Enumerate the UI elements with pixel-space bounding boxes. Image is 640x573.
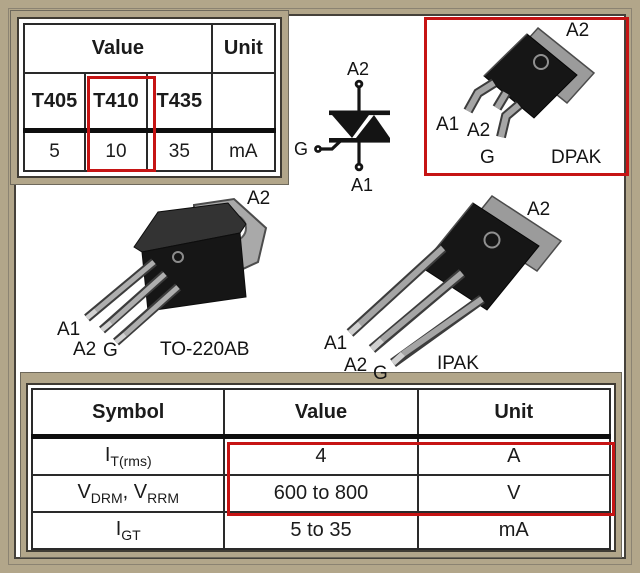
dpak-leads <box>463 78 523 139</box>
ipak-pin-label-a2-top: A2 <box>527 199 551 220</box>
dpak-package-drawing <box>463 26 596 139</box>
to220-package-drawing <box>84 197 268 346</box>
ipak-package-name: IPAK <box>437 353 479 374</box>
variant-cell-t405: T405 <box>23 71 86 134</box>
variant-unit-empty-cell <box>210 71 277 134</box>
ipak-pin-label-g: G <box>373 363 388 384</box>
ipak-pin-label-a2: A2 <box>344 355 368 376</box>
triac-pin-label-g: G <box>294 139 309 159</box>
symbol-cell-vdrm: VDRM, VRRM <box>30 474 226 513</box>
top-table-unit-header: Unit <box>210 23 277 74</box>
dpak-pin-label-a2-top: A2 <box>566 20 590 41</box>
dpak-pin-label-a1: A1 <box>436 114 460 135</box>
to220-leads <box>84 258 181 346</box>
triac-symbol-icon <box>314 79 390 172</box>
ratings-table: Symbol Value Unit IT(rms) 4 A VDRM, VRRM… <box>30 388 612 550</box>
symbol-cell-itrms: IT(rms) <box>30 435 226 476</box>
top-table-frame: Value Unit T405 T410 T435 5 10 35 mA <box>10 10 289 185</box>
to220-pin-label-g: G <box>103 340 118 361</box>
to220-pin-label-a2: A2 <box>73 339 97 360</box>
value-cell-t435: 35 <box>145 129 213 173</box>
value-unit-cell: mA <box>210 129 277 173</box>
top-table-panel: Value Unit T405 T410 T435 5 10 35 mA <box>17 17 282 178</box>
bottom-table-panel: Symbol Value Unit IT(rms) 4 A VDRM, VRRM… <box>26 383 616 552</box>
table-row: VDRM, VRRM 600 to 800 V <box>30 474 612 513</box>
ratings-header-value: Value <box>223 388 419 439</box>
value-cell-t410: 10 <box>83 129 148 173</box>
ipak-pin-label-a1: A1 <box>324 333 348 354</box>
to220-package-name: TO-220AB <box>160 339 250 360</box>
triac-pin-label-a2: A2 <box>347 59 370 79</box>
gate-current-table: Value Unit T405 T410 T435 5 10 35 mA <box>23 23 277 173</box>
dpak-pin-label-a2: A2 <box>467 120 491 141</box>
triac-pin-label-a1: A1 <box>351 175 374 195</box>
highlight-box-ratings <box>227 442 615 516</box>
ratings-header-unit: Unit <box>416 388 612 439</box>
dpak-pin-label-g: G <box>480 147 495 168</box>
value-cell-igt: 5 to 35 <box>223 511 419 550</box>
table-row: IGT 5 to 35 mA <box>30 511 612 550</box>
outer-frame-line <box>8 8 632 565</box>
bottom-table-frame: Symbol Value Unit IT(rms) 4 A VDRM, VRRM… <box>20 372 622 558</box>
symbol-cell-igt: IGT <box>30 511 226 550</box>
value-cell-t405: 5 <box>23 129 86 173</box>
to220-pin-label-a2-top: A2 <box>247 188 271 209</box>
variant-cell-t435: T435 <box>145 71 213 134</box>
value-cell-vdrm: 600 to 800 <box>223 474 419 513</box>
top-table-value-header: Value <box>23 23 213 74</box>
ipak-leads <box>346 244 485 368</box>
unit-cell-igt: mA <box>416 511 612 550</box>
ipak-package-drawing <box>346 194 563 368</box>
highlight-box-t410-column <box>87 76 156 172</box>
variant-cell-t410: T410 <box>83 71 148 134</box>
highlight-box-dpak <box>424 17 629 176</box>
unit-cell-vdrm: V <box>416 474 612 513</box>
ratings-header-symbol: Symbol <box>30 388 226 439</box>
to220-pin-label-a1: A1 <box>57 319 81 340</box>
dpak-package-name: DPAK <box>551 147 602 168</box>
